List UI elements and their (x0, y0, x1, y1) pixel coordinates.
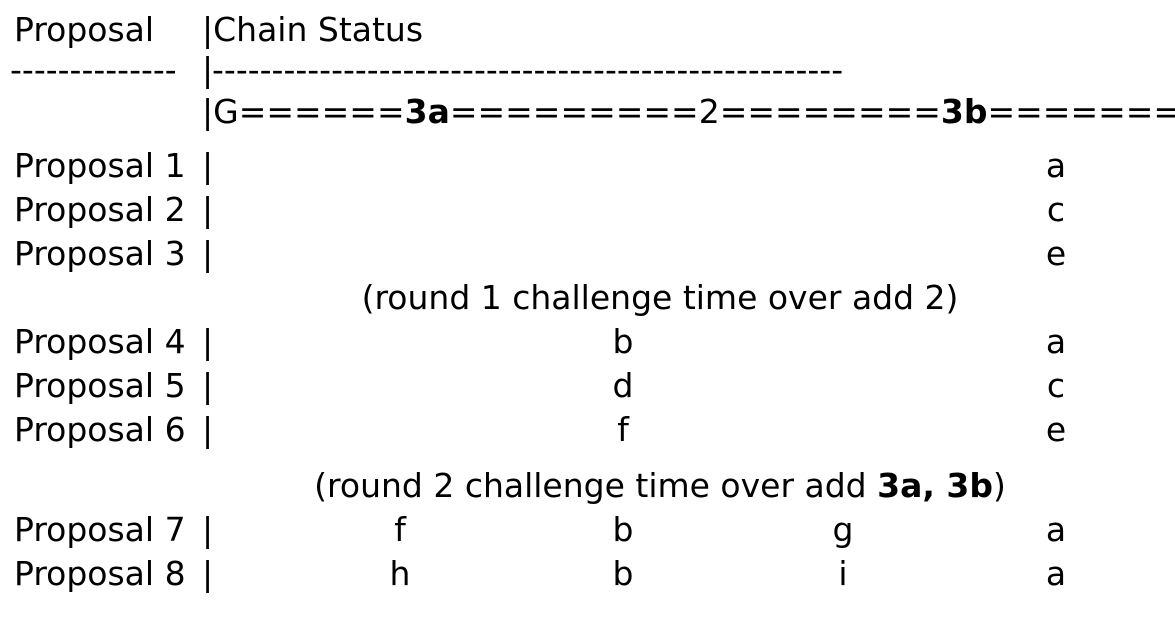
table-row: Proposal 7 | f b g a (0, 508, 1175, 552)
table-row: Proposal 6 | f e (0, 408, 1175, 452)
round-2-note: (round 2 challenge time over add 3a, 3b) (0, 464, 1175, 508)
separator-vertical-bar: | (202, 50, 214, 89)
table-row: Proposal 1 | a (0, 144, 1175, 188)
row-cell-col2: b (612, 554, 634, 593)
chain-segment-4: ======== (987, 92, 1175, 131)
chain-segment-2: ========= (449, 92, 699, 131)
row-vertical-bar: | (202, 410, 214, 449)
row-cell-col4: c (1046, 366, 1066, 405)
table-row: Proposal 8 | h b i a (0, 552, 1175, 596)
chain-genesis-block: G (213, 92, 239, 131)
chain-diagram: |G======3a=========2========3b========1=… (202, 90, 1175, 134)
row-vertical-bar: | (202, 554, 214, 593)
table-separator-row: -------------- | -----------------------… (0, 48, 1175, 92)
row-label: Proposal 4 (14, 322, 186, 361)
table-row: Proposal 4 | b a (0, 320, 1175, 364)
chain-segment-3: ======== (719, 92, 941, 131)
row-cell-col4: a (1045, 554, 1067, 593)
chain-block-3b: 3b (940, 92, 988, 131)
table-header-row: Proposal |Chain Status (0, 8, 1175, 52)
row-cell-col4: e (1045, 410, 1067, 449)
round-2-note-blocks: 3a, 3b (877, 466, 993, 505)
row-vertical-bar: | (202, 190, 214, 229)
chain-vertical-bar: | (202, 92, 214, 131)
row-cell-col2: b (612, 510, 634, 549)
separator-dashes-right: ----------------------------------------… (212, 50, 844, 89)
row-cell-col2: d (612, 366, 634, 405)
round-2-note-row: (round 2 challenge time over add 3a, 3b) (0, 464, 1175, 508)
chain-segment-1: ====== (238, 92, 405, 131)
column-header-proposal: Proposal (14, 10, 155, 49)
row-label: Proposal 3 (14, 234, 186, 273)
chain-block-3a: 3a (404, 92, 450, 131)
row-cell-col3: g (832, 510, 854, 549)
chain-diagram-row: |G======3a=========2========3b========1=… (0, 90, 1175, 134)
row-label: Proposal 6 (14, 410, 186, 449)
row-cell-col2: b (612, 322, 634, 361)
row-vertical-bar: | (202, 146, 214, 185)
row-cell-col1: f (394, 510, 406, 549)
round-1-note-row: (round 1 challenge time over add 2) (0, 276, 1175, 320)
round-1-note-blocks: 2 (924, 278, 946, 317)
row-cell-col4: c (1046, 190, 1066, 229)
row-vertical-bar: | (202, 322, 214, 361)
row-cell-col2: f (617, 410, 629, 449)
table-row: Proposal 5 | d c (0, 364, 1175, 408)
row-cell-col1: h (389, 554, 411, 593)
row-vertical-bar: | (202, 234, 214, 273)
row-label: Proposal 8 (14, 554, 186, 593)
row-cell-col4: a (1045, 146, 1067, 185)
chain-block-2: 2 (698, 92, 720, 131)
row-label: Proposal 5 (14, 366, 186, 405)
round-1-note: (round 1 challenge time over add 2) (0, 276, 1175, 320)
row-cell-col4: a (1045, 510, 1067, 549)
row-label: Proposal 2 (14, 190, 186, 229)
row-cell-col3: i (838, 554, 848, 593)
row-cell-col4: e (1045, 234, 1067, 273)
round-2-note-suffix: ) (992, 466, 1006, 505)
table-row: Proposal 3 | e (0, 232, 1175, 276)
round-1-note-prefix: (round 1 challenge time over add (361, 278, 925, 317)
round-1-note-suffix: ) (945, 278, 959, 317)
row-label: Proposal 7 (14, 510, 186, 549)
row-vertical-bar: | (202, 510, 214, 549)
round-2-note-prefix: (round 2 challenge time over add (314, 466, 878, 505)
row-cell-col4: a (1045, 322, 1067, 361)
row-vertical-bar: | (202, 366, 214, 405)
separator-dashes-left: -------------- (10, 50, 177, 89)
table-row: Proposal 2 | c (0, 188, 1175, 232)
row-label: Proposal 1 (14, 146, 186, 185)
column-header-chain-status: |Chain Status (202, 10, 424, 49)
